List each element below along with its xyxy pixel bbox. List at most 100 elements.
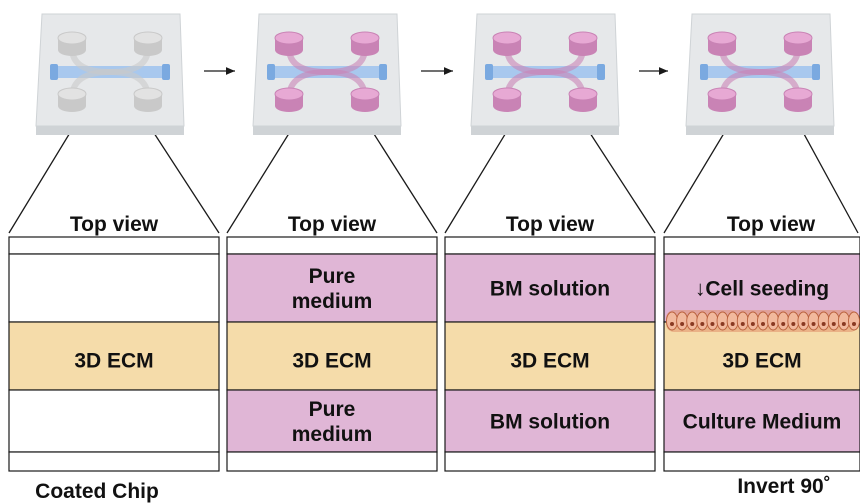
bottom-border-band	[663, 451, 860, 472]
chip-side-face	[471, 126, 619, 135]
cell	[777, 311, 790, 331]
cell	[696, 311, 709, 331]
ecm-channel	[226, 321, 438, 391]
reservoir-top	[707, 87, 737, 101]
cell	[716, 311, 729, 331]
cell	[807, 311, 820, 331]
reservoir-top	[133, 87, 163, 101]
cell	[837, 311, 850, 331]
ecm-channel-label: 3D ECM	[510, 350, 589, 373]
microfluidic-chip	[685, 13, 835, 135]
lower-channel	[444, 389, 656, 453]
reservoir-base	[58, 100, 86, 112]
chip-side-face	[36, 126, 184, 135]
reservoir-base	[351, 100, 379, 112]
upper-channel	[444, 253, 656, 323]
microfluidic-chip	[470, 13, 620, 135]
top-border-band	[663, 236, 860, 255]
microfluidic-chip	[35, 13, 185, 135]
bottom-border-band	[444, 451, 656, 472]
ecm-channel-label: 3D ECM	[292, 350, 371, 373]
bottom-border-band	[8, 451, 220, 472]
reservoir-top	[783, 31, 813, 45]
cell	[827, 311, 840, 331]
cell-nucleus	[750, 322, 755, 326]
cell	[817, 311, 830, 331]
cell	[848, 311, 860, 331]
cell-nucleus	[771, 322, 776, 326]
cell	[686, 311, 699, 331]
ecm-channel-label: 3D ECM	[74, 350, 153, 373]
panel-caption: Invert 90˚	[737, 475, 830, 498]
reservoir-base	[569, 100, 597, 112]
cell	[746, 311, 759, 331]
cell-nucleus	[791, 322, 796, 326]
channel-port-right	[812, 64, 820, 80]
cell-nucleus	[801, 322, 806, 326]
top-view-label: Top view	[70, 213, 159, 236]
bottom-border-band	[226, 451, 438, 472]
cell-nucleus	[690, 322, 695, 326]
microfluidic-chip	[252, 13, 402, 135]
cell-nucleus	[700, 322, 705, 326]
top-border-band	[444, 236, 656, 255]
cell	[676, 311, 689, 331]
upper-channel	[226, 253, 438, 323]
reservoir-top	[57, 31, 87, 45]
reservoir-base	[493, 100, 521, 112]
reservoir-top	[492, 31, 522, 45]
lower-channel	[663, 389, 860, 453]
top-border-band	[226, 236, 438, 255]
ecm-channel-label: 3D ECM	[722, 350, 801, 373]
reservoir-base	[493, 44, 521, 56]
channel-port-left	[700, 64, 708, 80]
reservoir-base	[58, 44, 86, 56]
cell-nucleus	[841, 322, 846, 326]
cell	[706, 311, 719, 331]
cell	[787, 311, 800, 331]
upper-channel-label: BM solution	[490, 278, 610, 301]
reservoir-base	[784, 100, 812, 112]
ecm-channel	[663, 321, 860, 391]
cell-nucleus	[740, 322, 745, 326]
upper-channel	[8, 253, 220, 323]
cell	[757, 311, 769, 331]
reservoir-top	[274, 31, 304, 45]
cell	[736, 311, 749, 331]
cell-nucleus	[761, 322, 765, 326]
cell-nucleus	[811, 322, 816, 326]
panel-caption: Coated Chip	[35, 480, 159, 503]
reservoir-top	[568, 87, 598, 101]
top-border-band	[8, 236, 220, 255]
cell	[767, 311, 780, 331]
reservoir-base	[275, 100, 303, 112]
reservoir-top	[274, 87, 304, 101]
panel-1: Top view 3D ECM Coated Chip	[8, 59, 220, 503]
reservoir-base	[134, 100, 162, 112]
cell	[726, 311, 739, 331]
cell-nucleus	[730, 322, 735, 326]
cell	[797, 311, 810, 331]
reservoir-base	[784, 44, 812, 56]
top-view-label: Top view	[506, 213, 595, 236]
reservoir-base	[569, 44, 597, 56]
reservoir-base	[351, 44, 379, 56]
cell-nucleus	[670, 322, 674, 326]
reservoir-top	[350, 31, 380, 45]
upper-channel-label: ↓Cell seeding	[695, 278, 829, 301]
cell-nucleus	[781, 322, 786, 326]
reservoir-top	[350, 87, 380, 101]
cell	[666, 311, 678, 331]
cell-nucleus	[720, 322, 725, 326]
top-view-label: Top view	[727, 213, 816, 236]
ecm-channel	[8, 321, 220, 391]
reservoir-base	[134, 44, 162, 56]
cell-nucleus	[821, 322, 826, 326]
reservoir-top	[568, 31, 598, 45]
channel-port-left	[267, 64, 275, 80]
cell-nucleus	[852, 322, 856, 326]
chip-side-face	[253, 126, 401, 135]
